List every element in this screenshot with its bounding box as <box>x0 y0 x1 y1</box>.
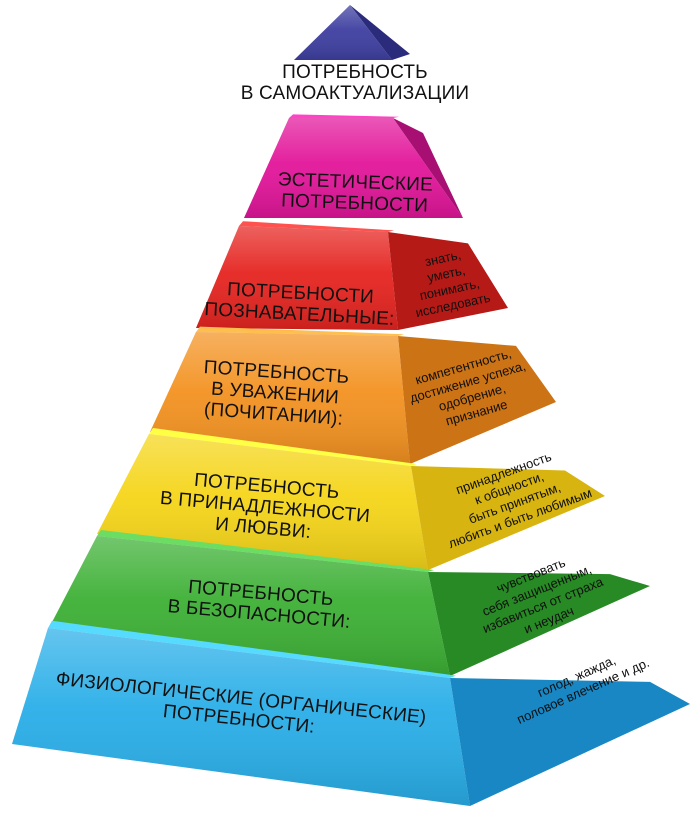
tier-esteem-highlight <box>150 332 410 464</box>
tier-self-actualization-highlight <box>294 5 392 60</box>
tier-esteem-shelf <box>196 326 404 336</box>
tier-safety-side <box>428 572 650 676</box>
tier-cognitive-side <box>388 232 508 330</box>
tier-self-actualization-label-line: ПОТРЕБНОСТЬ <box>282 62 428 83</box>
tier-safety-shelf <box>97 530 434 572</box>
tier-physiological-shelf <box>48 620 456 678</box>
tier-self-actualization-label-line: В САМОАКТУАЛИЗАЦИИ <box>240 83 470 104</box>
tier-belonging-side <box>411 466 605 570</box>
tier-physiological-side <box>450 678 690 806</box>
tier-cognitive-highlight <box>196 226 398 330</box>
tier-aesthetic-highlight <box>244 118 463 218</box>
tier-cognitive-shelf <box>239 221 394 232</box>
tier-esteem-side <box>398 336 556 464</box>
tier-aesthetic-shelf <box>289 114 399 118</box>
tier-belonging-shelf <box>149 428 417 466</box>
tier-self-actualization-side <box>350 5 410 60</box>
tier-physiological-highlight <box>12 628 470 806</box>
tier-belonging-highlight <box>97 434 428 570</box>
tier-safety-highlight <box>50 536 450 676</box>
